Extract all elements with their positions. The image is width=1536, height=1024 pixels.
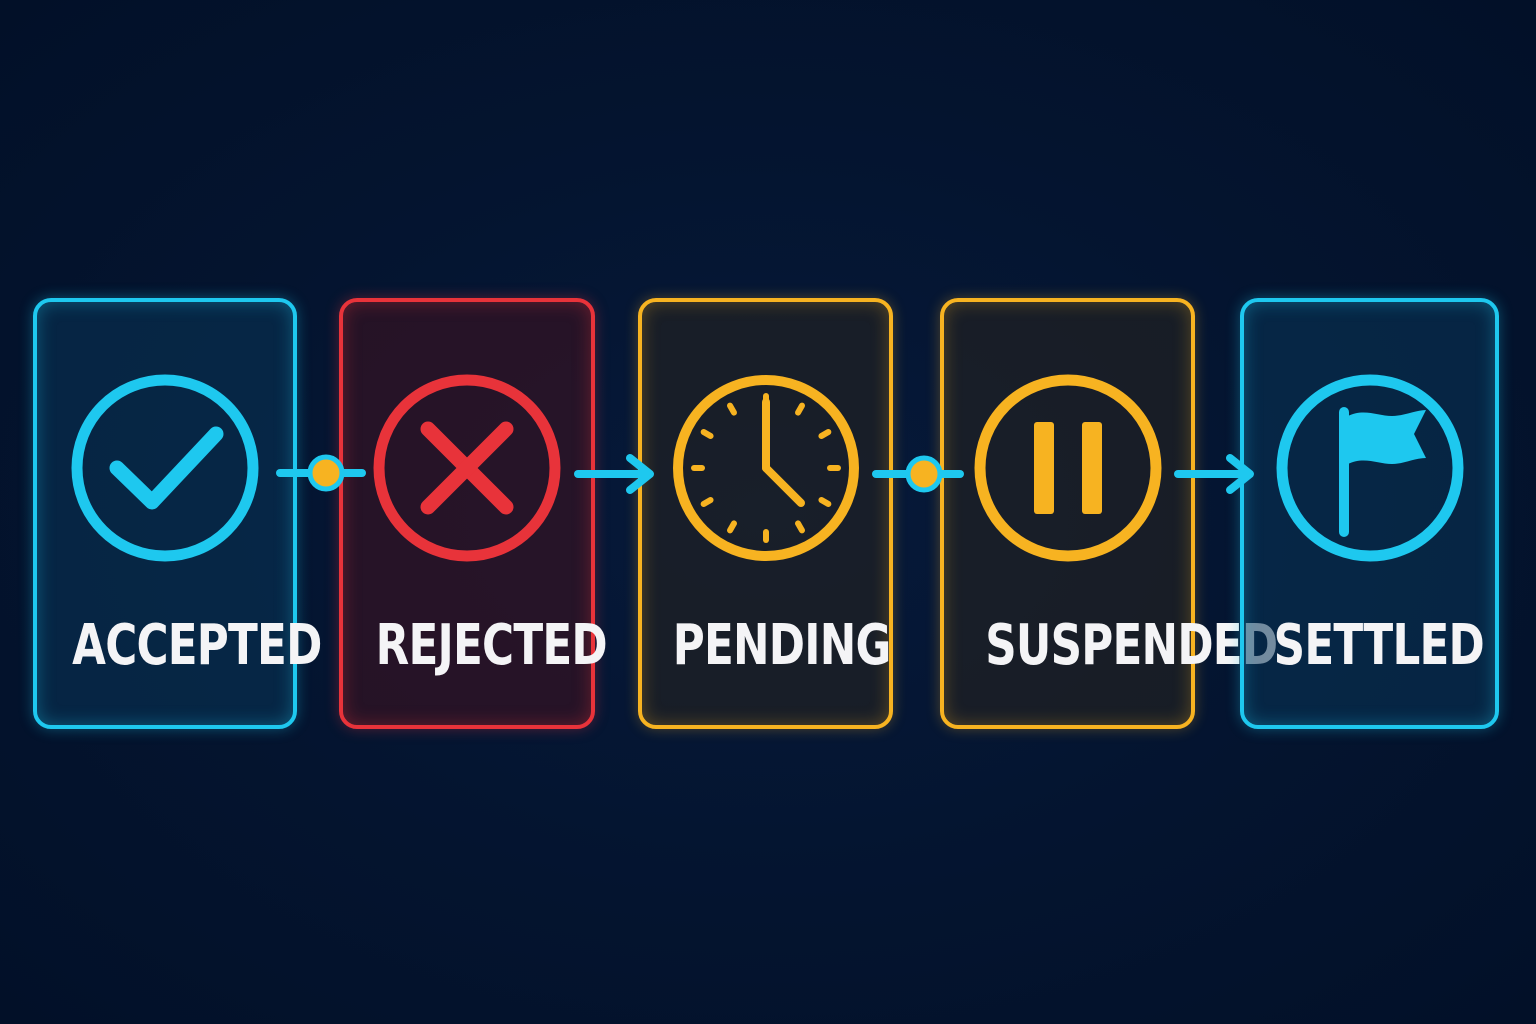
clock-tick bbox=[794, 520, 805, 534]
flag-circle-icon bbox=[1274, 372, 1466, 564]
step-label: ACCEPTED bbox=[72, 613, 322, 678]
clock-tick bbox=[817, 497, 831, 507]
connector-dot bbox=[307, 454, 345, 492]
step-label: SUSPENDED bbox=[985, 613, 1278, 678]
step-label: PENDING bbox=[672, 613, 892, 678]
clock-icon bbox=[670, 372, 862, 564]
clock-tick bbox=[794, 402, 805, 416]
check-circle-icon bbox=[69, 372, 261, 564]
step-card-suspended: SUSPENDED bbox=[940, 298, 1278, 729]
clock-tick bbox=[700, 429, 714, 439]
step-card-accepted: ACCEPTED bbox=[33, 298, 322, 729]
pause-circle-icon bbox=[972, 372, 1164, 564]
clock-tick bbox=[700, 497, 714, 507]
clock-tick bbox=[726, 520, 737, 534]
step-card-rejected: REJECTED bbox=[339, 298, 608, 729]
clock-tick bbox=[817, 429, 831, 439]
step-label: REJECTED bbox=[375, 613, 608, 678]
x-circle-icon bbox=[371, 372, 563, 564]
step-card-settled: SETTLED bbox=[1240, 298, 1499, 729]
clock-tick bbox=[726, 402, 737, 416]
connector-dot bbox=[905, 455, 943, 493]
step-label: SETTLED bbox=[1273, 613, 1485, 678]
step-card-pending: PENDING bbox=[638, 298, 893, 729]
